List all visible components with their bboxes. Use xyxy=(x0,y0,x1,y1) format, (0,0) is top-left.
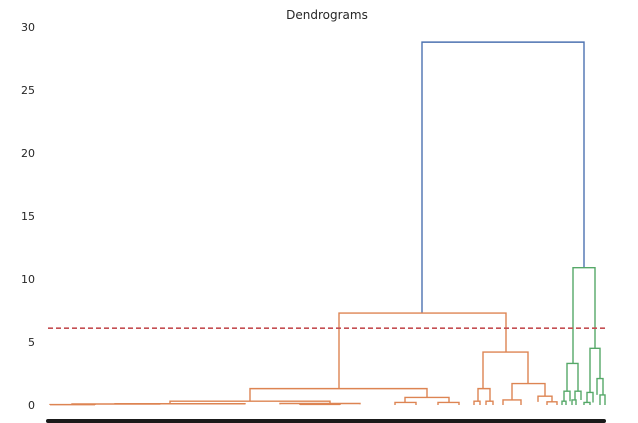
dendrogram-link xyxy=(279,402,361,405)
y-tick-label: 30 xyxy=(21,21,35,34)
dendrogram-link xyxy=(473,400,481,405)
dendrogram-link xyxy=(394,401,417,405)
y-axis: 0 5 10 15 20 25 30 xyxy=(21,21,35,412)
dendrogram-link xyxy=(572,266,596,364)
dendrogram-link xyxy=(537,395,553,402)
y-tick-label: 5 xyxy=(28,336,35,349)
dendrogram-link xyxy=(599,394,606,405)
y-tick-label: 20 xyxy=(21,147,35,160)
dendrogram-link xyxy=(566,362,579,392)
dendrogram-link xyxy=(596,377,604,395)
dendrogram-link xyxy=(482,351,529,389)
y-tick-label: 10 xyxy=(21,273,35,286)
dendrogram-link xyxy=(437,401,460,405)
dendrogram-link xyxy=(404,396,450,403)
dendrogram-link xyxy=(169,400,331,404)
dendrogram-link xyxy=(571,399,577,405)
dendrogram-link xyxy=(502,399,522,405)
dendrogram-link xyxy=(561,400,567,405)
dendrogram-link xyxy=(338,312,507,389)
dendrogram-link xyxy=(563,390,571,402)
dendrogram-links xyxy=(49,41,606,406)
dendrogram-link xyxy=(249,387,428,402)
dendrogram-link xyxy=(299,403,341,406)
y-tick-label: 0 xyxy=(28,399,35,412)
leaf-labels-strip xyxy=(46,419,606,423)
dendrogram-link xyxy=(589,347,601,393)
y-tick-label: 15 xyxy=(21,210,35,223)
dendrogram-link xyxy=(583,401,591,405)
dendrogram-link xyxy=(586,391,594,403)
dendrogram-link xyxy=(477,387,491,402)
dendrogram-link xyxy=(546,401,558,405)
y-tick-label: 25 xyxy=(21,84,35,97)
dendrogram-link xyxy=(574,390,582,400)
chart-title: Dendrograms xyxy=(286,8,368,22)
dendrogram-link xyxy=(421,41,585,314)
dendrogram-link xyxy=(511,382,546,400)
dendrogram-link xyxy=(485,400,494,405)
